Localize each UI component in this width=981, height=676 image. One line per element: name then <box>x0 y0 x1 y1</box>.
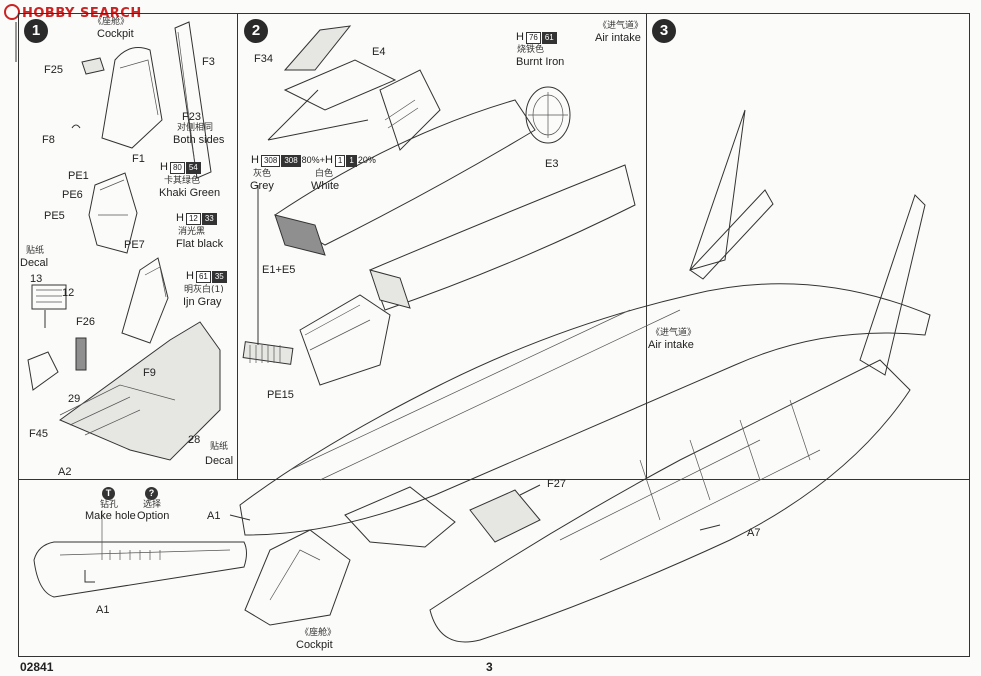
both-sides-cn: 对侧相同 <box>177 123 214 133</box>
make-hole-cn: 钻孔 <box>100 500 119 510</box>
step2-air-cn: 《进气道》 <box>598 21 644 31</box>
step3-air-cn: 《进气道》 <box>651 328 697 338</box>
step3-drawing <box>229 109 931 643</box>
paint-khaki-cn: 卡其绿色 <box>164 176 201 186</box>
decal2-label: Decal <box>205 455 234 467</box>
paint-burnt-cn: 烧铁色 <box>517 45 545 55</box>
part-f26: F26 <box>76 316 95 328</box>
part-f45: F45 <box>29 428 48 440</box>
product-code: 02841 <box>20 660 54 674</box>
paint-ijngray-en: Ijn Gray <box>183 296 222 308</box>
part-e3: E3 <box>545 158 559 170</box>
part-29: 29 <box>68 393 81 405</box>
white-cn: 白色 <box>315 169 334 179</box>
part-f25: F25 <box>44 64 63 76</box>
part-pe1: PE1 <box>68 170 89 182</box>
option-label: Option <box>137 510 170 522</box>
both-sides-label: Both sides <box>173 134 225 146</box>
part-12: 12 <box>62 287 75 299</box>
grey-cn: 灰色 <box>253 169 272 179</box>
step-1-badge: 1 <box>24 19 48 43</box>
part-a7: A7 <box>747 527 761 539</box>
part-f1: F1 <box>132 153 145 165</box>
step2-drawing <box>242 25 636 386</box>
part-pe15: PE15 <box>267 389 294 401</box>
part-a2: A2 <box>58 466 72 478</box>
part-a1: A1 <box>207 510 221 522</box>
step2-air-label: Air intake <box>595 32 641 44</box>
decal-label: Decal <box>20 257 49 269</box>
step-3-badge: 3 <box>652 19 676 43</box>
decal2-cn: 贴纸 <box>210 442 229 452</box>
part-f23: F23 <box>182 111 201 123</box>
paint-burnt-en: Burnt Iron <box>516 56 565 68</box>
make-hole-label: Make hole <box>85 510 136 522</box>
step-2-badge: 2 <box>244 19 268 43</box>
step1-drawing <box>15 21 221 461</box>
part-pe7: PE7 <box>124 239 145 251</box>
paint-flatblack-cn: 消光黑 <box>178 227 206 237</box>
part-e4: E4 <box>372 46 386 58</box>
part-e1e5: E1+E5 <box>262 264 296 276</box>
paint-khaki-en: Khaki Green <box>159 187 221 199</box>
paint-ijngray-cn: 明灰白(1) <box>184 285 224 295</box>
decal-cn: 贴纸 <box>26 246 45 256</box>
option-cn: 选择 <box>143 500 162 510</box>
part-pe5: PE5 <box>44 210 65 222</box>
step3-air-label: Air intake <box>648 339 694 351</box>
part-13: 13 <box>30 273 43 285</box>
legend-drawing <box>33 510 247 598</box>
part-28: 28 <box>188 434 201 446</box>
legend-part-a1: A1 <box>96 604 110 616</box>
part-pe6: PE6 <box>62 189 83 201</box>
watermark-logo-icon <box>4 4 20 20</box>
grey-label: Grey <box>250 180 274 192</box>
make-hole-icon: T <box>102 487 115 500</box>
step3-cockpit-label: Cockpit <box>296 639 333 651</box>
step3-cockpit-cn: 《座舱》 <box>300 628 337 638</box>
part-f27: F27 <box>547 478 566 490</box>
part-f3: F3 <box>202 56 215 68</box>
part-f34: F34 <box>254 53 273 65</box>
legend-frame <box>18 479 970 657</box>
step1-cockpit-cn: 《座舱》 <box>93 17 130 27</box>
page-number: 3 <box>486 660 493 674</box>
step1-cockpit-label: Cockpit <box>97 28 134 40</box>
part-f9: F9 <box>143 367 156 379</box>
paint-flatblack-en: Flat black <box>176 238 224 250</box>
part-f8: F8 <box>42 134 55 146</box>
white-label: White <box>311 180 340 192</box>
option-icon: ? <box>145 487 158 500</box>
